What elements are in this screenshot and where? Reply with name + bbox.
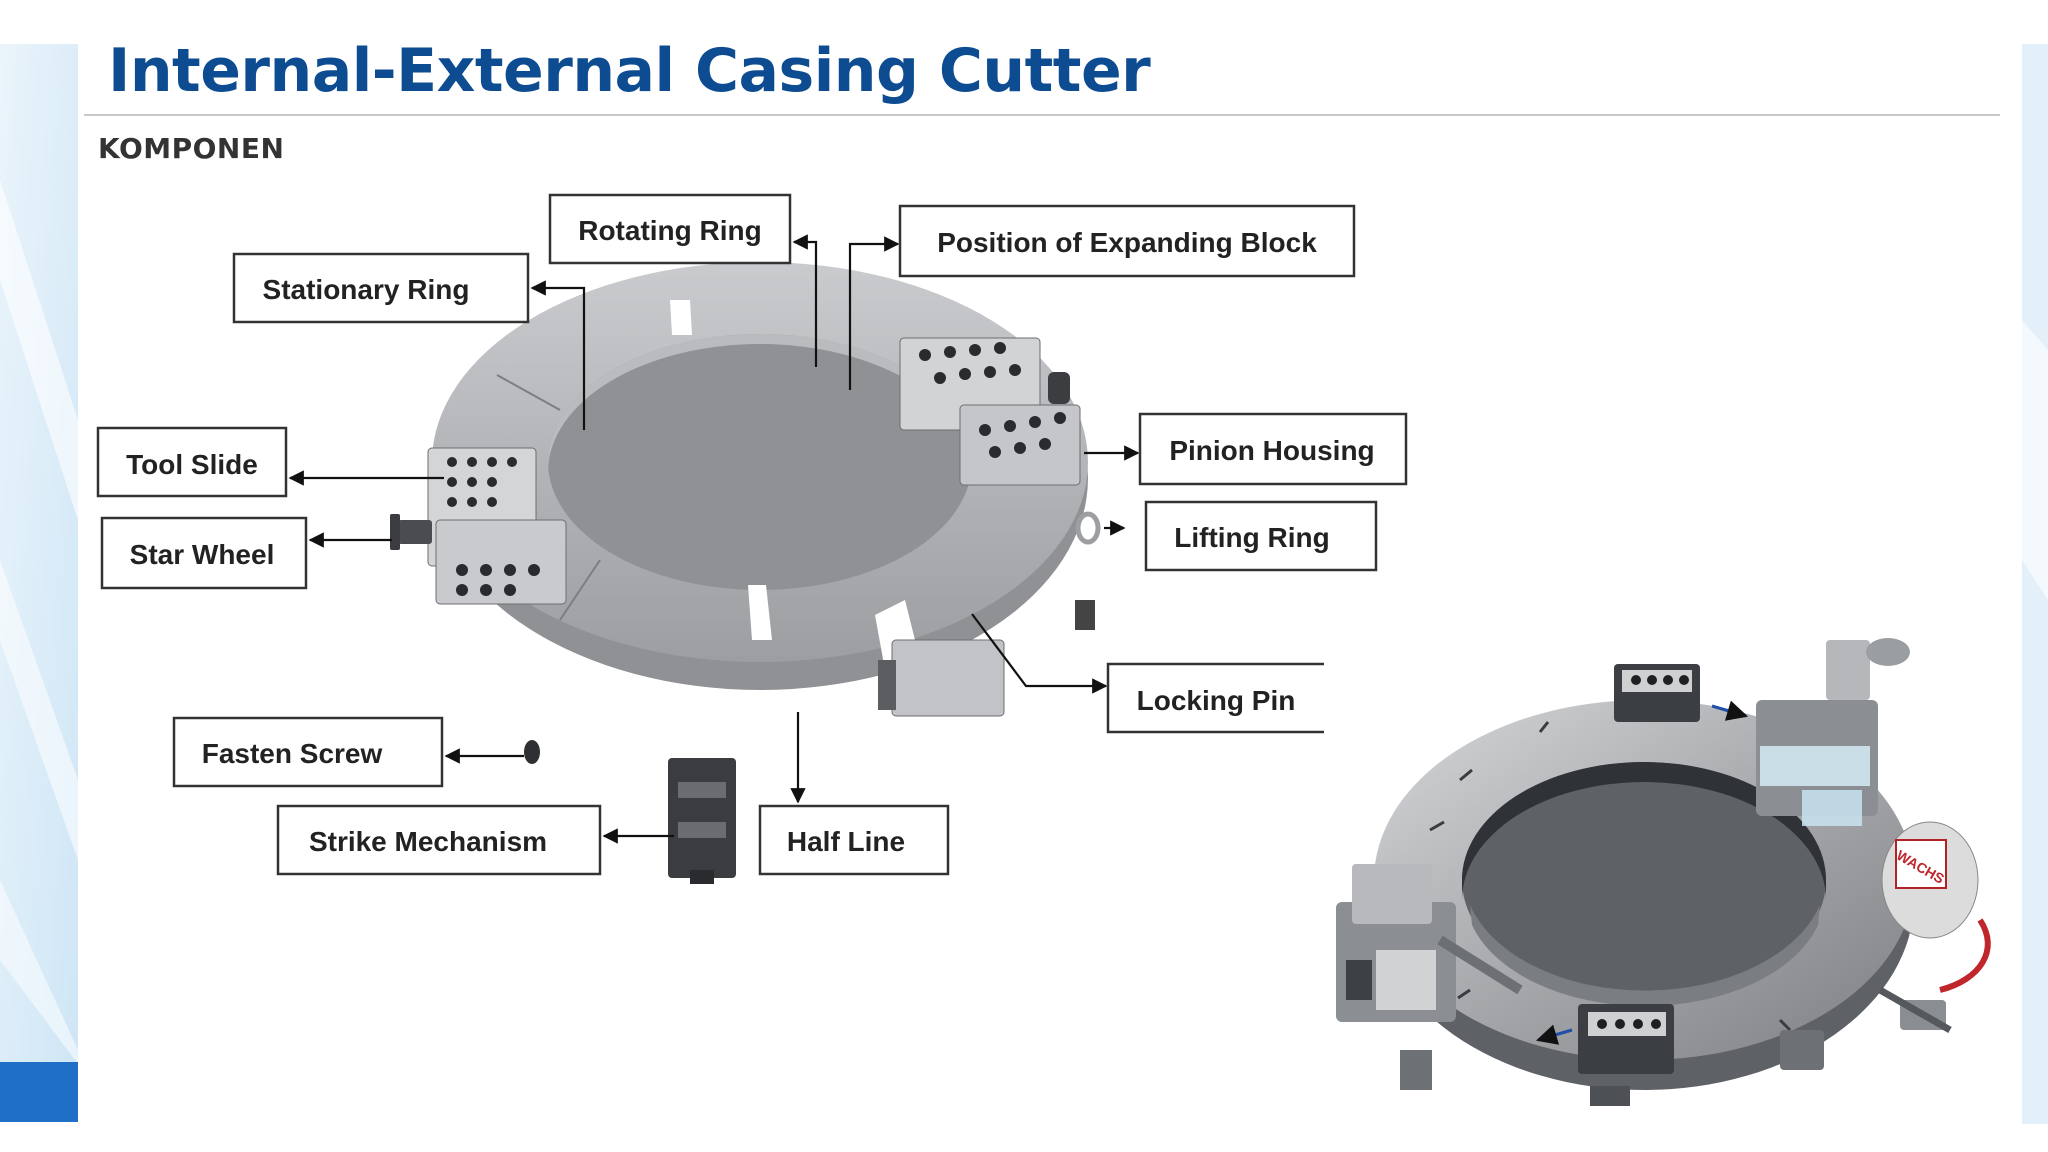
svg-text:Position of Expanding Block: Position of Expanding Block bbox=[937, 227, 1317, 258]
label-stationary-ring: Stationary Ring bbox=[232, 252, 586, 430]
svg-text:Fasten Screw: Fasten Screw bbox=[202, 738, 383, 769]
label-lifting-ring: Lifting Ring bbox=[1104, 500, 1378, 572]
svg-text:Locking Pin: Locking Pin bbox=[1137, 685, 1296, 716]
label-pinion-housing: Pinion Housing bbox=[1084, 412, 1408, 486]
label-locking-pin: Locking Pin bbox=[971, 613, 1324, 734]
wachs-motor: WACHS bbox=[1881, 821, 1991, 993]
label-half-line: Half Line bbox=[758, 712, 950, 876]
annotated-ring-photo bbox=[390, 262, 1101, 884]
right-decor-band bbox=[2022, 44, 2048, 1124]
assembled-cutter-photo: WACHS bbox=[1336, 638, 1991, 1106]
label-strike-mechanism: Strike Mechanism bbox=[276, 804, 674, 876]
fasten-screw bbox=[524, 740, 540, 764]
label-fasten-screw: Fasten Screw bbox=[172, 716, 524, 788]
svg-text:Lifting Ring: Lifting Ring bbox=[1174, 522, 1330, 553]
star-wheel-knob bbox=[390, 514, 432, 550]
svg-text:Star Wheel: Star Wheel bbox=[130, 539, 275, 570]
title-divider bbox=[84, 114, 2000, 116]
label-rotating-ring: Rotating Ring bbox=[548, 193, 818, 367]
strike-mechanism-block bbox=[668, 758, 736, 884]
svg-text:Half Line: Half Line bbox=[787, 826, 905, 857]
tool-slide-block bbox=[427, 447, 567, 605]
lifting-ring bbox=[1075, 511, 1101, 545]
section-subtitle: KOMPONEN bbox=[98, 132, 285, 165]
page-title: Internal-External Casing Cutter bbox=[108, 36, 1151, 106]
label-tool-slide: Tool Slide bbox=[96, 426, 444, 498]
svg-text:Pinion Housing: Pinion Housing bbox=[1169, 435, 1374, 466]
label-star-wheel: Star Wheel bbox=[100, 516, 392, 590]
locking-pin-block bbox=[878, 600, 1095, 717]
svg-text:Strike Mechanism: Strike Mechanism bbox=[309, 826, 547, 857]
svg-text:Tool Slide: Tool Slide bbox=[126, 449, 258, 480]
svg-text:Rotating Ring: Rotating Ring bbox=[578, 215, 762, 246]
label-position-expanding-block: Position of Expanding Block bbox=[848, 204, 1356, 390]
left-decor-band bbox=[0, 0, 80, 1152]
accent-block bbox=[0, 1062, 78, 1122]
pinion-housing-block bbox=[899, 337, 1081, 486]
svg-text:Stationary Ring: Stationary Ring bbox=[263, 274, 470, 305]
